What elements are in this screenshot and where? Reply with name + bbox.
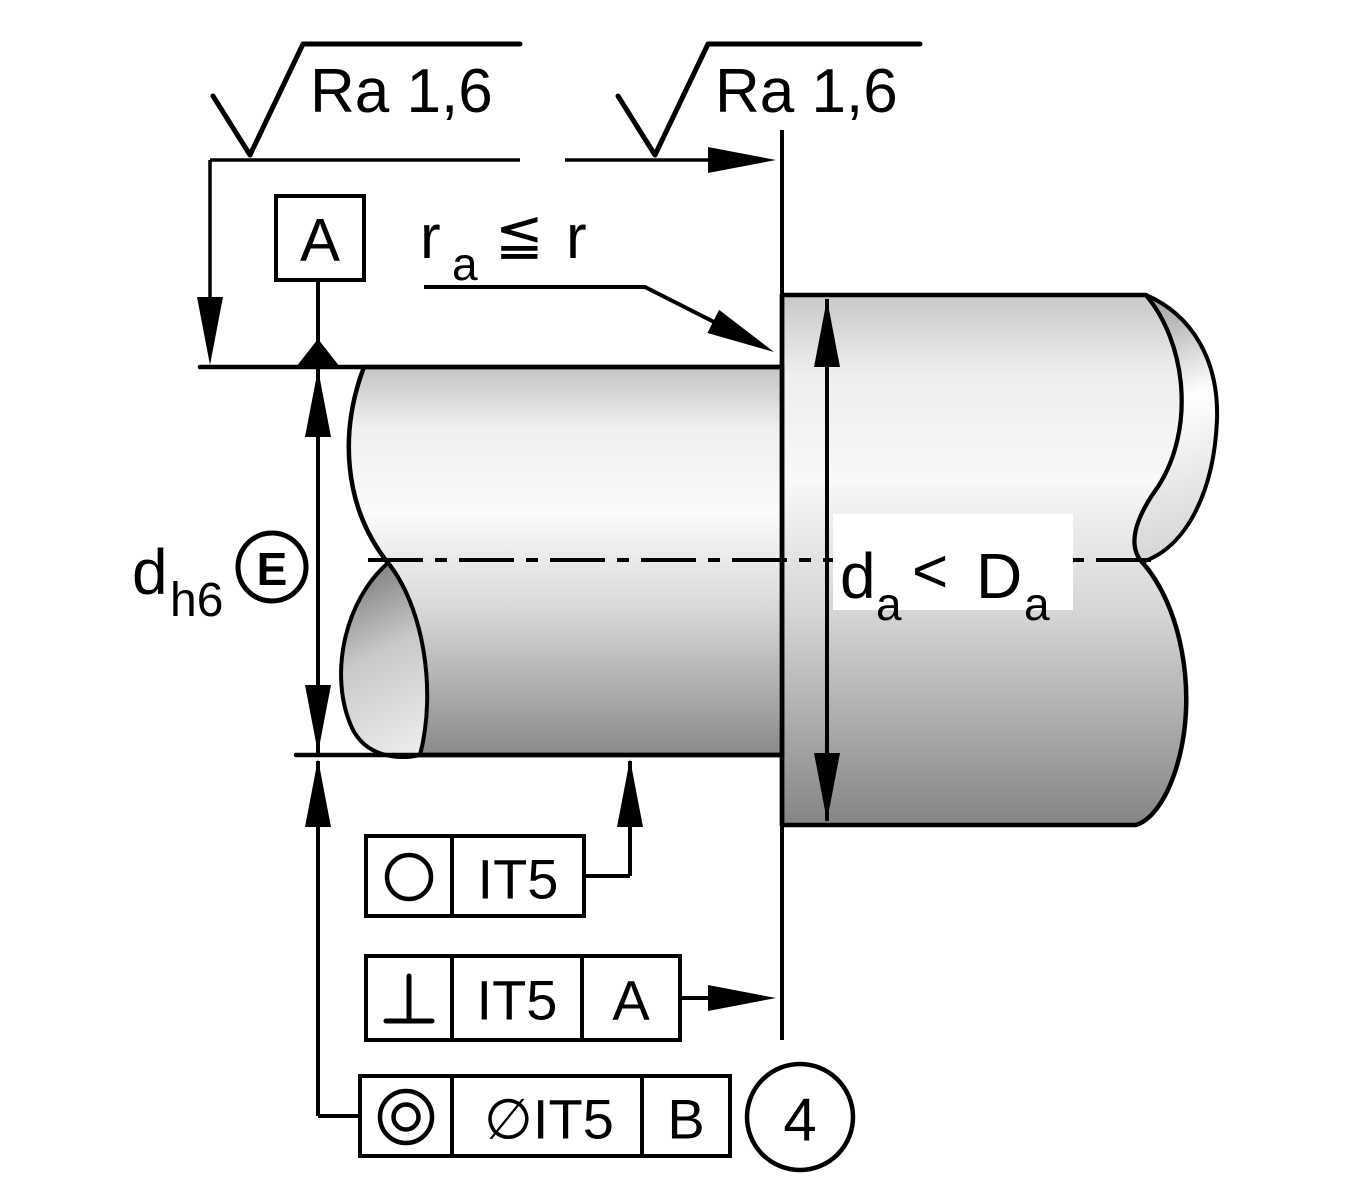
surface-finish-icon [615,41,923,158]
surface-finish-left: Ra 1,6 [197,41,523,365]
surface-finish-right: Ra 1,6 [565,41,923,173]
arrow-up-icon [305,369,331,437]
envelope-label: E [257,543,288,595]
balloon-callout: 4 [744,1061,856,1173]
arrow-right-icon [708,147,776,173]
fillet-r-sub: a [452,238,478,290]
perpendicularity-tolerance-value: IT5 [477,969,558,1032]
perpendicularity-tolerance-frame: IT5 A [364,954,776,1042]
fillet-leader-line [424,285,717,325]
concentricity-icon [377,1088,435,1146]
arrow-down-icon [305,685,331,753]
arrow-up-icon [617,759,643,827]
fillet-r-ref: r [566,203,587,272]
fillet-operator: ≦ [495,202,544,267]
concentricity-tolerance-value: ∅IT5 [484,1088,614,1151]
arrow-up-icon [814,299,840,367]
shaft-dim-sub: h6 [170,574,223,627]
fillet-radius-note: r a ≦ r [420,202,774,352]
shaft-dim-base: d [132,536,168,608]
datum-label: A [300,207,340,274]
shoulder-dim-operator: < [912,537,948,606]
surface-finish-right-label: Ra 1,6 [715,57,898,126]
fillet-r-base: r [420,203,441,272]
balloon-circle-icon [744,1061,856,1173]
shoulder-dim-ref-base: D [976,540,1022,612]
concentricity-datum-ref: B [667,1088,704,1151]
roundness-tolerance-value: IT5 [478,848,559,911]
shaft-diameter-dimension: d h6 E [132,369,331,753]
shoulder-dim-ref-sub: a [1024,578,1050,630]
arrow-diagonal-icon [707,309,774,352]
perpendicularity-icon [383,973,435,1024]
shoulder-dim-base: d [840,540,876,612]
roundness-frame-box [364,834,586,918]
shoulder-diameter-dimension: d a < D a [814,299,1073,821]
concentricity-frame-box [358,1074,732,1158]
roundness-tolerance-frame: IT5 [364,759,643,918]
datum-feature-a: A [274,194,366,367]
datum-triangle-icon [296,339,340,367]
datum-box [274,194,366,282]
concentricity-tolerance-frame: ∅IT5 B [305,759,732,1158]
arrow-right-icon [708,985,776,1011]
roundness-icon [384,852,434,902]
envelope-circle-icon [235,530,309,604]
balloon-number: 4 [783,1087,816,1154]
shoulder-dim-text-mask [833,514,1073,610]
perpendicularity-datum-ref: A [612,969,650,1032]
surface-finish-icon [210,41,523,158]
arrow-down-icon [197,297,223,365]
surface-finish-left-label: Ra 1,6 [310,57,493,126]
arrow-down-icon [814,753,840,821]
shoulder-dim-sub: a [876,578,902,630]
arrow-up-icon [305,759,331,827]
